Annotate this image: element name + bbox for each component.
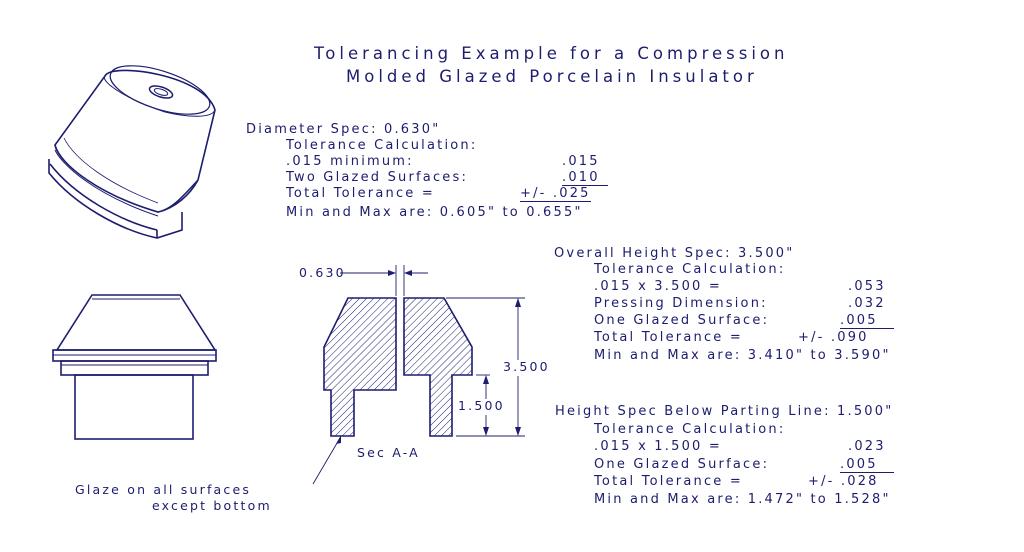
diameter-calc-label: Tolerance Calculation: [286,138,478,153]
diagram-title-line-1: Tolerancing Example for a Compression [314,44,789,63]
glaze-note-line-2: except bottom [152,498,272,513]
parting-row-value: +/- .028 [808,474,879,489]
height-row-value: .005 [840,314,894,329]
glaze-note-line-1: Glaze on all surfaces [75,482,252,497]
height-row-label: .015 x 3.500 = [594,279,722,294]
parting-heading: Height Spec Below Parting Line: 1.500" [555,404,894,419]
parting-minmax: Min and Max are: 1.472" to 1.528" [594,492,891,507]
height-minmax: Min and Max are: 3.410" to 3.590" [594,348,891,363]
diameter-row-label: .015 minimum: [286,154,414,169]
height-calc-label: Tolerance Calculation: [594,262,786,277]
section-a-a-view [323,297,473,437]
isometric-insulator-view [48,65,216,239]
diameter-row-value: +/- .025 [520,186,591,202]
diameter-minmax: Min and Max are: 0.605" to 0.655" [286,205,583,220]
diagram-title-line-2: Molded Glazed Porcelain Insulator [346,67,758,86]
height-row-label: Total Tolerance = [594,330,743,345]
parting-row-label: .015 x 1.500 = [594,439,722,454]
height-row-label: One Glazed Surface: [594,313,770,328]
section-label: Sec A-A [357,445,420,460]
parting-row-value: .023 [848,439,886,454]
dim-label-lower: 1.500 [458,398,505,413]
side-elevation-view [52,294,217,440]
height-row-value: .053 [848,279,886,294]
height-row-value: +/- .090 [798,330,869,345]
diameter-row-label: Total Tolerance = [286,186,435,201]
height-row-value: .032 [848,296,886,311]
dim-label-height: 3.500 [503,359,550,374]
diameter-row-value: .015 [562,154,600,169]
left-section-half [323,297,397,437]
parting-calc-label: Tolerance Calculation: [594,422,786,437]
parting-row-label: One Glazed Surface: [594,457,770,472]
height-row-label: Pressing Dimension: [594,296,768,311]
right-section-half [403,297,473,437]
parting-row-label: Total Tolerance = [594,474,743,489]
height-heading: Overall Height Spec: 3.500" [554,246,795,261]
diameter-row-value: .010 [562,171,608,186]
dim-label-bore: 0.630 [299,265,346,280]
parting-row-value: .005 [840,458,894,473]
diameter-row-label: Two Glazed Surfaces: [286,170,469,185]
diameter-heading: Diameter Spec: 0.630" [246,122,441,137]
